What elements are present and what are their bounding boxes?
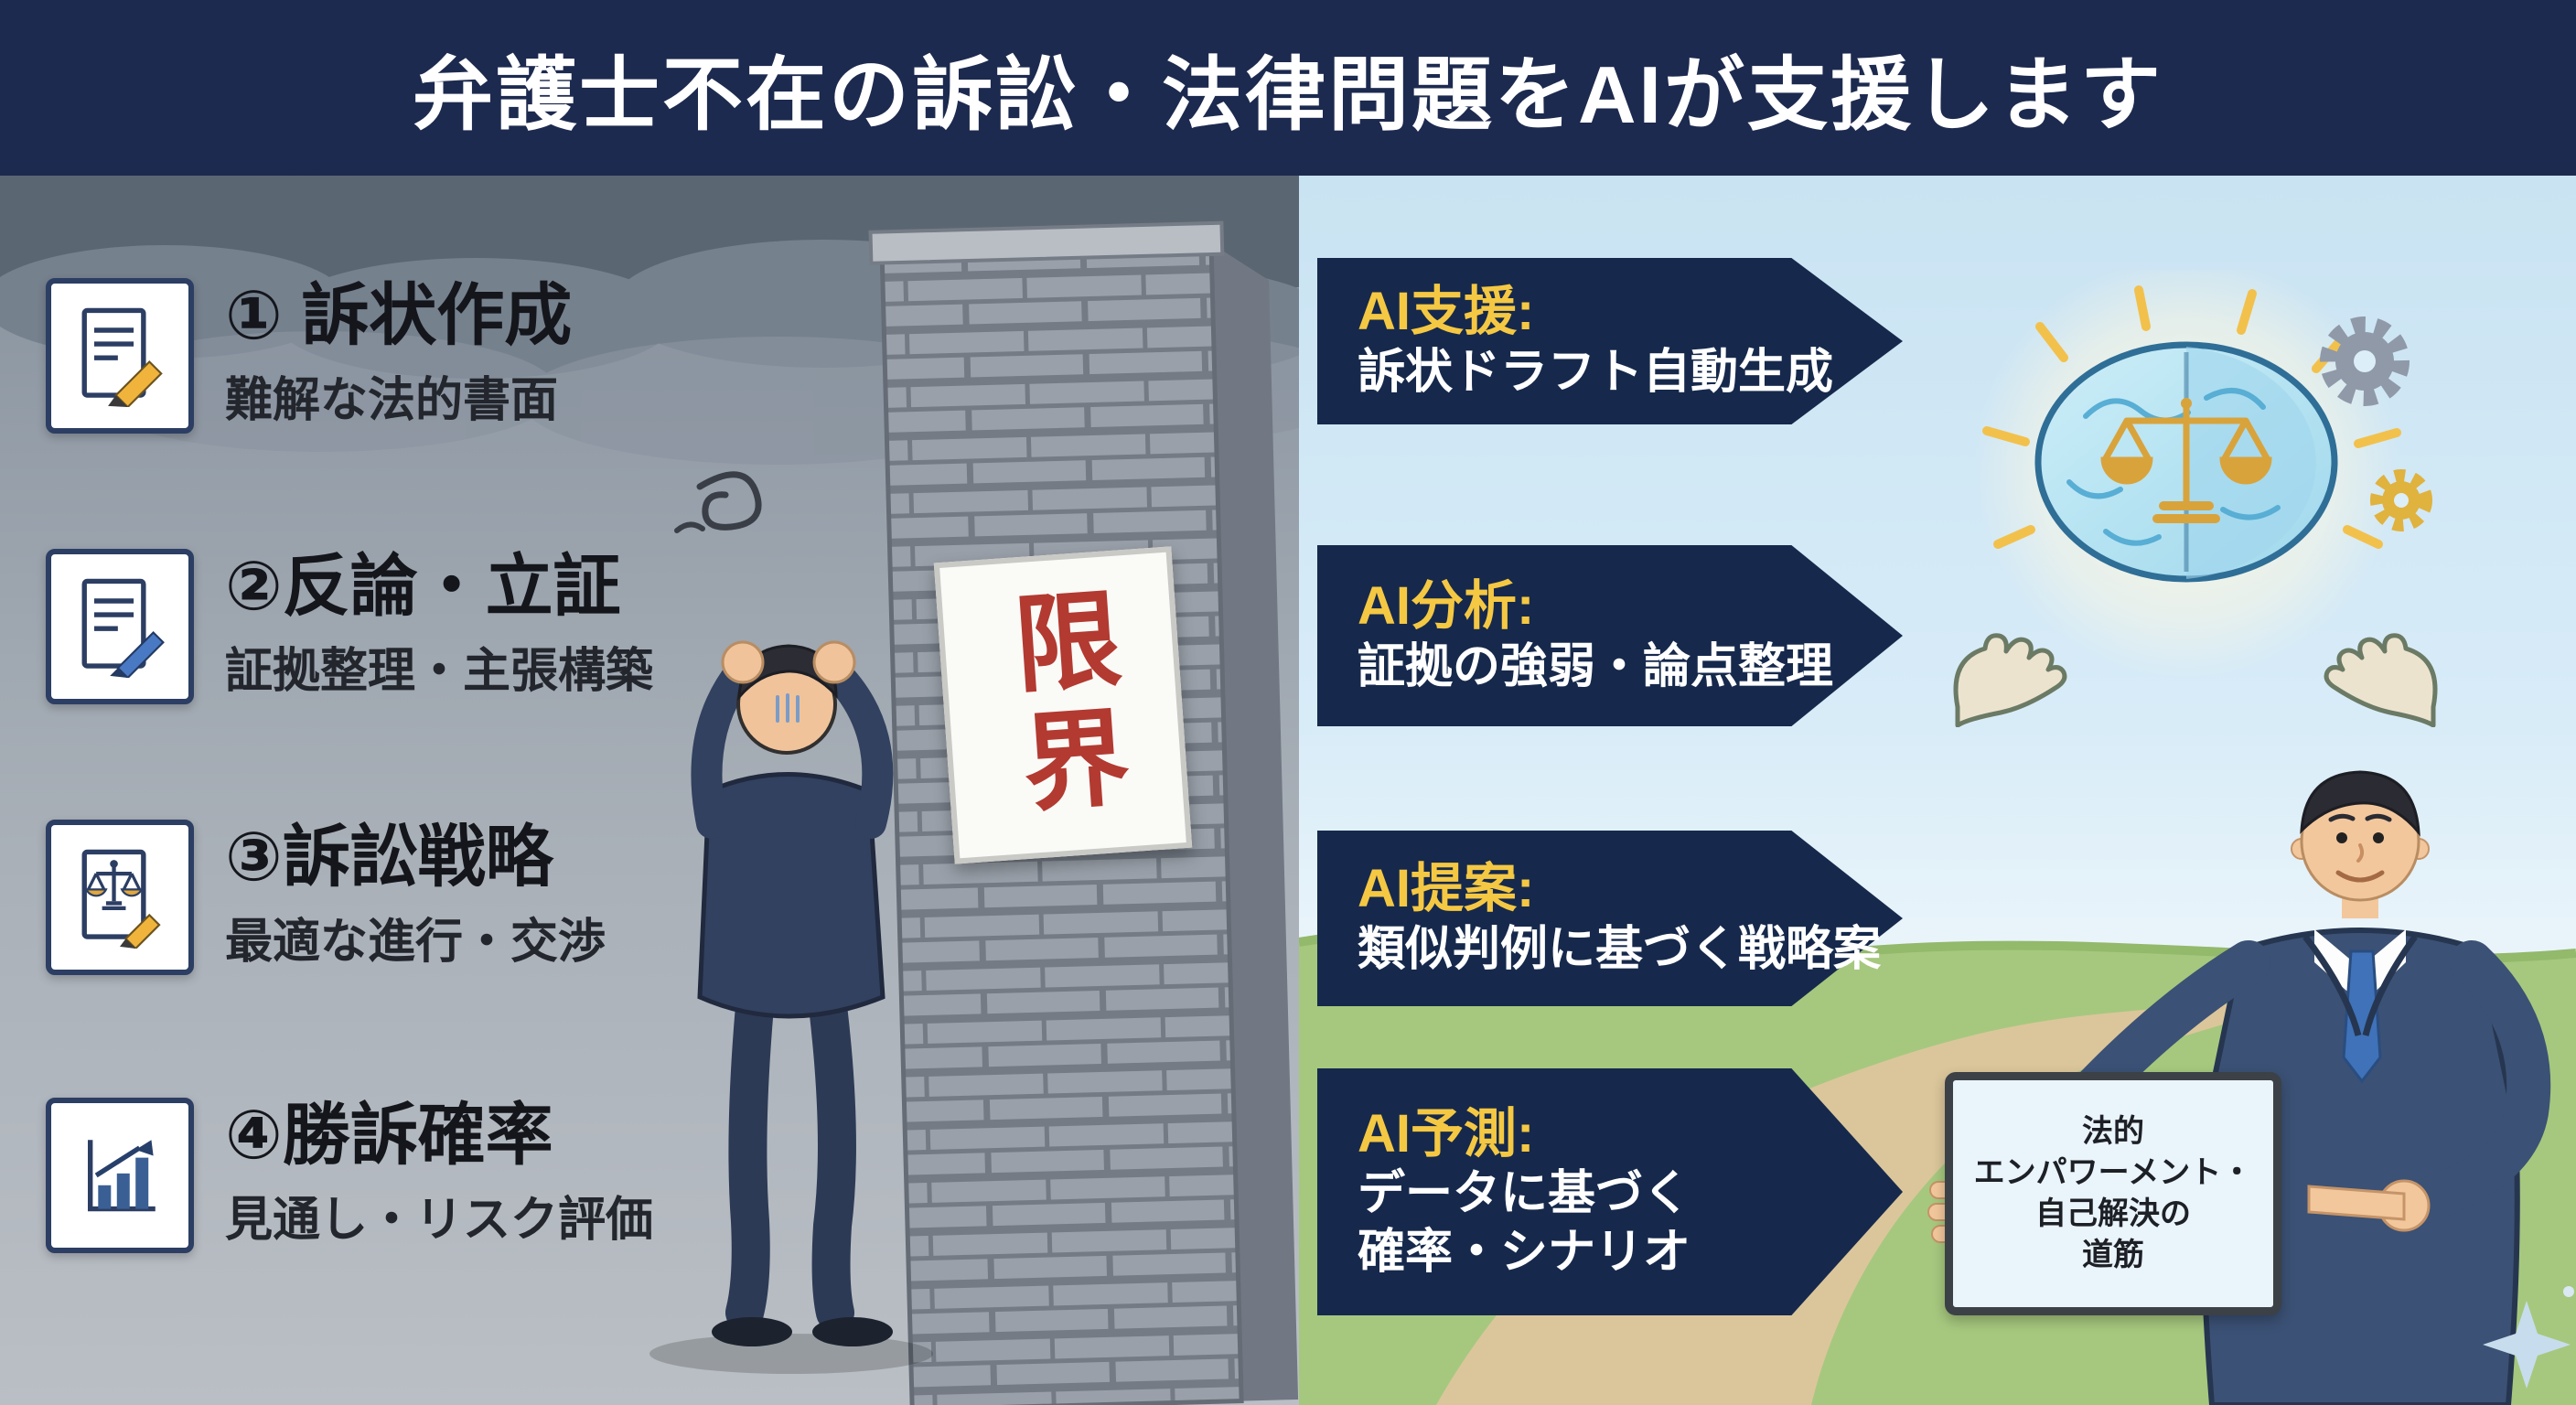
stress-lines [776,693,800,723]
stressed-person-illustration [649,471,933,1374]
arrow-label: AI支援: [1358,282,1535,342]
bar-chart-icon-svg [88,1140,156,1212]
arrow-line: 証拠の強弱・論点整理 [1358,640,1834,694]
bar-chart-icon [46,1098,194,1253]
arrow-text: AI分析: 証拠の強弱・論点整理 [1317,574,1903,696]
distress-squiggle [696,471,762,531]
document-pencil-icon [46,278,194,434]
problem-title: ④勝訴確率 [225,1097,553,1173]
sparkle-icon [2483,1286,2574,1389]
person-shadow [649,1334,933,1374]
problem-subtitle: 見通し・リスク評価 [225,1193,654,1247]
supporting-hands-illustration [1953,633,2438,727]
arrow-line: 確率・シナリオ [1358,1225,1691,1279]
arrow-shape [1317,831,1903,1006]
gear-icon [2370,469,2432,531]
arrow-ai-analysis: AI分析: 証拠の強弱・論点整理 [1317,545,1903,726]
page-title: 弁護士不在の訴訟・法律問題をAIが支援します [412,48,2163,140]
tablet-text-line: 道筋 [2082,1237,2144,1272]
arrow-text: AI提案: 類似判例に基づく戦略案 [1317,857,1903,979]
scales-pencil-icon [46,820,194,975]
problem-subtitle: 最適な進行・交渉 [225,915,606,969]
arrow-ai-support: AI支援: 訴状ドラフト自動生成 [1317,258,1903,424]
arrow-ai-proposal: AI提案: 類似判例に基づく戦略案 [1317,831,1903,1006]
problem-text-2: ②反論・立証 証拠整理・主張構築 [225,548,654,701]
arrow-shape [1317,545,1903,726]
arrow-line: 訴状ドラフト自動生成 [1358,346,1834,400]
arrow-shape [1317,258,1903,424]
problem-subtitle: 証拠整理・主張構築 [225,644,654,698]
document-pencil-icon-svg [81,307,163,407]
pointing-finger [2307,1185,2406,1221]
problem-text-1: ① 訴状作成 難解な法的書面 [225,277,573,430]
arrow-label: AI提案: [1358,859,1535,919]
arrow-line: データに基づく [1358,1167,1691,1221]
arrow-ai-prediction: AI予測: データに基づく 確率・シナリオ [1317,1068,1903,1315]
document-pen-icon-svg [81,578,165,678]
problem-title: ③訴訟戦略 [225,819,553,895]
arrow-label: AI分析: [1358,576,1535,637]
arrow-line: 類似判例に基づく戦略案 [1358,923,1882,977]
problem-subtitle: 難解な法的書面 [225,373,559,427]
problem-item-3: ③訴訟戦略 最適な進行・交渉 [46,819,606,975]
problem-text-4: ④勝訴確率 見通し・リスク評価 [225,1097,654,1249]
tablet-text-line: 法的 [2082,1114,2144,1150]
arrow-text: AI支援: 訴状ドラフト自動生成 [1317,280,1903,402]
tablet-text-line: エンパワーメント・ [1973,1155,2253,1191]
document-pen-icon [46,549,194,704]
gear-icon [2320,316,2410,406]
tablet-sign: 法的 エンパワーメント・ 自己解決の 道筋 [1945,1072,2281,1315]
arrow-shape [1317,1068,1903,1315]
problem-title: ②反論・立証 [225,548,621,624]
header-bar: 弁護士不在の訴訟・法律問題をAIが支援します [0,0,2576,176]
arrow-label: AI予測: [1358,1103,1535,1164]
brain-illustration [1953,270,2438,727]
problem-item-1: ① 訴状作成 難解な法的書面 [46,277,573,434]
problem-item-2: ②反論・立証 証拠整理・主張構築 [46,548,654,704]
scales-icon [2100,398,2272,523]
arrow-text: AI予測: データに基づく 確率・シナリオ [1317,1102,1903,1282]
tablet-text-line: 自己解決の [2035,1196,2191,1231]
problem-text-3: ③訴訟戦略 最適な進行・交渉 [225,819,606,971]
scales-pencil-icon-svg [81,849,161,949]
problem-item-4: ④勝訴確率 見通し・リスク評価 [46,1097,654,1253]
limit-sign-text: 限界 [995,582,1131,829]
problem-title: ① 訴状作成 [225,277,573,353]
